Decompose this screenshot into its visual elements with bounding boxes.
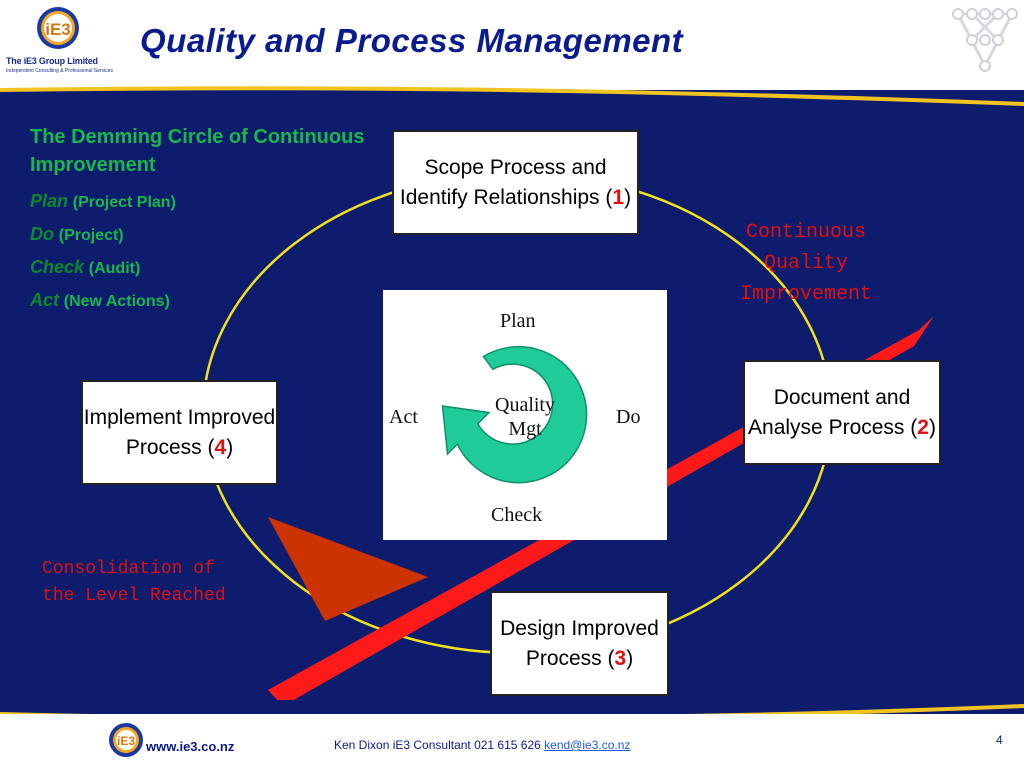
footer-website-link[interactable]: www.ie3.co.nz bbox=[146, 739, 235, 754]
company-logo: iE3 The iE3 Group Limited Independent Co… bbox=[6, 4, 116, 84]
ie3-footer-logo-icon: iE3 bbox=[109, 723, 143, 757]
step-text: Implement Improved Process (4) bbox=[83, 403, 276, 463]
center-line: Mgt bbox=[508, 418, 542, 440]
phase-act: Act (New Actions) bbox=[30, 290, 370, 311]
callout-line: Improvement bbox=[739, 283, 873, 306]
phase-name: Check bbox=[30, 257, 85, 277]
phase-plan: Plan (Project Plan) bbox=[30, 191, 370, 212]
intro-title: The Demming Circle of Continuous Improve… bbox=[30, 126, 365, 176]
step-box-design: Design Improved Process (3) bbox=[490, 591, 669, 696]
cycle-arrow-icon bbox=[441, 346, 588, 484]
step-number: 4 bbox=[214, 435, 227, 459]
page-number: 4 bbox=[996, 733, 1003, 747]
step-label: Scope Process and Identify Relationships… bbox=[399, 155, 613, 209]
step-close: ) bbox=[928, 415, 936, 439]
callout-line: Quality bbox=[763, 252, 848, 275]
phase-name: Act bbox=[30, 290, 60, 310]
network-decoration-icon bbox=[952, 8, 1018, 72]
phase-desc: (New Actions) bbox=[63, 293, 170, 310]
pdca-do-label: Do bbox=[616, 406, 641, 428]
ie3-logo-icon: iE3 bbox=[37, 7, 79, 49]
pdca-center-label: Quality Mgt bbox=[479, 393, 571, 441]
slide-footer bbox=[0, 714, 1024, 768]
pdca-plan-label: Plan bbox=[500, 310, 536, 332]
pdca-cycle-panel: Plan Do Check Act Quality Mgt bbox=[383, 290, 667, 540]
step-close: ) bbox=[626, 646, 634, 670]
step-number: 3 bbox=[614, 646, 627, 670]
phase-do: Do (Project) bbox=[30, 224, 370, 245]
logo-company-name: The iE3 Group Limited bbox=[6, 56, 98, 66]
phase-name: Plan bbox=[30, 191, 69, 211]
phase-desc: (Project) bbox=[58, 227, 124, 244]
callout-line: Consolidation of bbox=[42, 559, 215, 579]
logo-tagline: Independent Consulting & Professional Se… bbox=[6, 68, 114, 74]
step-box-implement: Implement Improved Process (4) bbox=[81, 380, 278, 485]
pdca-act-label: Act bbox=[389, 406, 418, 428]
logo-letters: iE3 bbox=[45, 20, 71, 39]
step-close: ) bbox=[624, 185, 632, 209]
step-box-document: Document and Analyse Process (2) bbox=[743, 360, 941, 465]
header-wave-divider bbox=[0, 86, 1024, 112]
page-title: Quality and Process Management bbox=[140, 22, 684, 59]
step-text: Document and Analyse Process (2) bbox=[745, 383, 939, 443]
phase-desc: (Audit) bbox=[88, 260, 141, 277]
footer-email-link[interactable]: kend@ie3.co.nz bbox=[544, 738, 631, 752]
callout-line: Continuous bbox=[745, 221, 867, 244]
consolidation-triangle bbox=[268, 517, 428, 621]
phase-desc: (Project Plan) bbox=[72, 194, 176, 211]
slide-header: iE3 The iE3 Group Limited Independent Co… bbox=[0, 0, 1024, 90]
contact-details: Ken Dixon iE3 Consultant 021 615 626 bbox=[334, 738, 541, 752]
phase-check: Check (Audit) bbox=[30, 257, 370, 278]
footer-contact: Ken Dixon iE3 Consultant 021 615 626 ken… bbox=[334, 738, 630, 752]
continuous-improvement-callout: Continuous Quality Improvement bbox=[718, 217, 894, 310]
callout-line: the Level Reached bbox=[42, 586, 226, 606]
step-close: ) bbox=[226, 435, 234, 459]
step-text: Design Improved Process (3) bbox=[492, 614, 667, 674]
demming-intro: The Demming Circle of Continuous Improve… bbox=[30, 123, 370, 311]
step-box-scope: Scope Process and Identify Relationships… bbox=[392, 130, 639, 235]
consolidation-callout: Consolidation of the Level Reached bbox=[42, 556, 282, 610]
phase-name: Do bbox=[30, 224, 54, 244]
step-label: Design Improved Process ( bbox=[500, 616, 659, 670]
footer-logo-letters: iE3 bbox=[117, 734, 135, 748]
pdca-check-label: Check bbox=[491, 504, 543, 526]
step-label: Implement Improved Process ( bbox=[83, 405, 276, 459]
step-label: Document and Analyse Process ( bbox=[748, 385, 918, 439]
step-text: Scope Process and Identify Relationships… bbox=[394, 153, 637, 213]
center-line: Quality bbox=[495, 394, 555, 416]
step-number: 1 bbox=[612, 185, 625, 209]
step-number: 2 bbox=[917, 415, 929, 439]
